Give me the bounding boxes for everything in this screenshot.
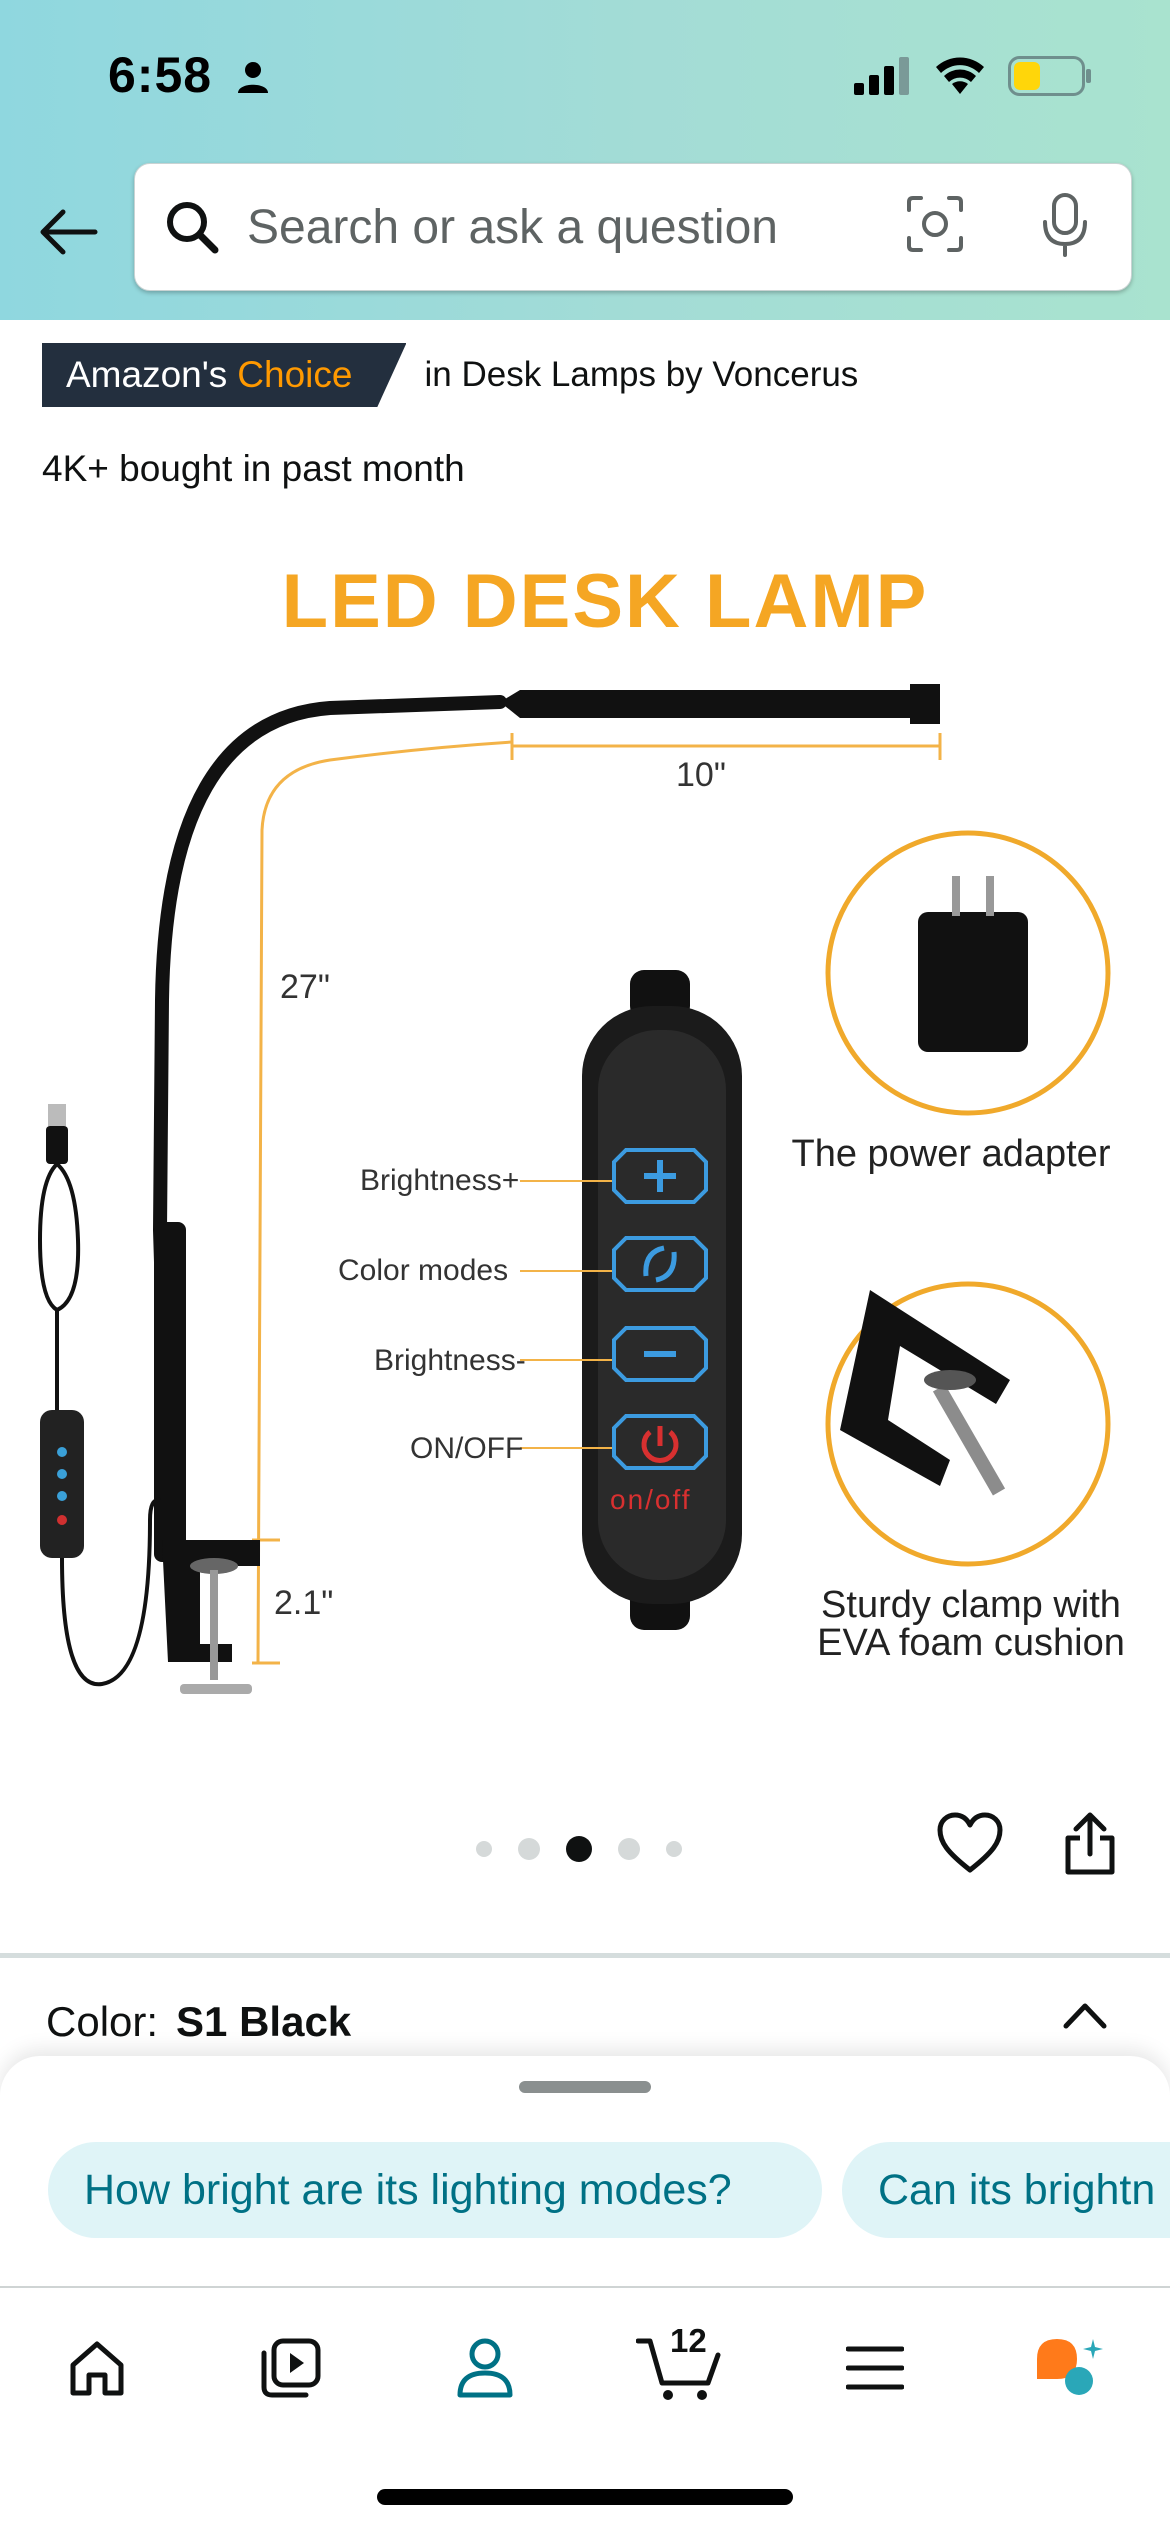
back-button[interactable] <box>32 196 104 268</box>
cart-count: 12 <box>670 2322 707 2359</box>
suggestion-chip[interactable]: Can its brightn <box>842 2142 1170 2238</box>
label-color-modes: Color modes <box>338 1254 509 1287</box>
label-on-off: ON/OFF <box>410 1432 524 1465</box>
tab-menu[interactable] <box>820 2328 930 2408</box>
cellular-signal-icon <box>854 57 909 95</box>
carousel-dot[interactable] <box>476 1841 492 1857</box>
section-divider <box>0 1953 1170 1958</box>
share-icon[interactable] <box>1062 1812 1118 1876</box>
status-time: 6:58 <box>108 47 213 103</box>
battery-low-icon <box>1008 56 1091 96</box>
camera-lens-icon[interactable] <box>905 194 965 254</box>
bought-count: 4K+ bought in past month <box>42 448 465 489</box>
caption-clamp-line1: Sturdy clamp with <box>821 1584 1121 1626</box>
tab-video[interactable] <box>236 2328 346 2408</box>
color-label: Color: <box>46 1998 159 2045</box>
badge-choice: Choice <box>237 354 353 395</box>
color-value: S1 Black <box>176 1998 352 2045</box>
status-icons <box>854 56 1092 96</box>
magnifier-icon <box>167 202 219 254</box>
tab-home[interactable] <box>42 2328 152 2408</box>
tab-cart[interactable]: 12 <box>624 2322 734 2408</box>
home-indicator <box>377 2489 793 2505</box>
carousel-dot[interactable] <box>518 1838 540 1860</box>
color-selector[interactable]: Color: S1 Black <box>46 1998 351 2046</box>
home-icon <box>70 2341 124 2396</box>
caption-power-adapter: The power adapter <box>791 1133 1111 1175</box>
carousel-dots[interactable] <box>476 1836 682 1862</box>
sheet-grabber[interactable] <box>519 2081 651 2093</box>
product-image[interactable] <box>0 530 1170 1730</box>
hamburger-menu-icon <box>846 2346 904 2390</box>
label-brightness-plus: Brightness+ <box>360 1164 520 1197</box>
person-outline-icon <box>457 2338 513 2398</box>
label-brightness-minus: Brightness- <box>374 1344 526 1377</box>
image-title: LED DESK LAMP <box>281 559 929 644</box>
controller-onoff-text: on/off <box>610 1484 692 1515</box>
heart-outline-icon[interactable] <box>937 1812 1003 1874</box>
dim-arm-label: 10" <box>676 756 726 794</box>
search-input[interactable] <box>247 194 807 260</box>
dim-clamp-label: 2.1" <box>274 1584 334 1622</box>
carousel-dot-active[interactable] <box>566 1836 592 1862</box>
search-bar[interactable] <box>134 163 1132 291</box>
cart-icon <box>636 2338 721 2400</box>
tab-rufus[interactable] <box>1014 2328 1124 2408</box>
rufus-chat-icon <box>1037 2339 1103 2395</box>
carousel-dot[interactable] <box>618 1838 640 1860</box>
chevron-up-icon[interactable] <box>1062 2000 1108 2030</box>
video-play-icon <box>261 2338 321 2398</box>
app-header: 6:58 <box>0 0 1170 320</box>
rufus-suggestion-sheet: How bright are its lighting modes? Can i… <box>0 2056 1170 2288</box>
caption-clamp-line2: EVA foam cushion <box>817 1622 1125 1664</box>
badge-category: in Desk Lamps by Voncerus <box>424 355 859 394</box>
person-icon <box>238 62 268 93</box>
dim-height-label: 27" <box>280 968 330 1006</box>
microphone-icon[interactable] <box>1039 192 1091 258</box>
arrow-left-icon <box>40 209 98 255</box>
suggestion-chip[interactable]: How bright are its lighting modes? <box>48 2142 822 2238</box>
carousel-dot[interactable] <box>666 1841 682 1857</box>
wifi-icon <box>936 57 984 94</box>
badge-prefix: Amazon's <box>66 354 228 395</box>
tab-account[interactable] <box>430 2328 540 2408</box>
